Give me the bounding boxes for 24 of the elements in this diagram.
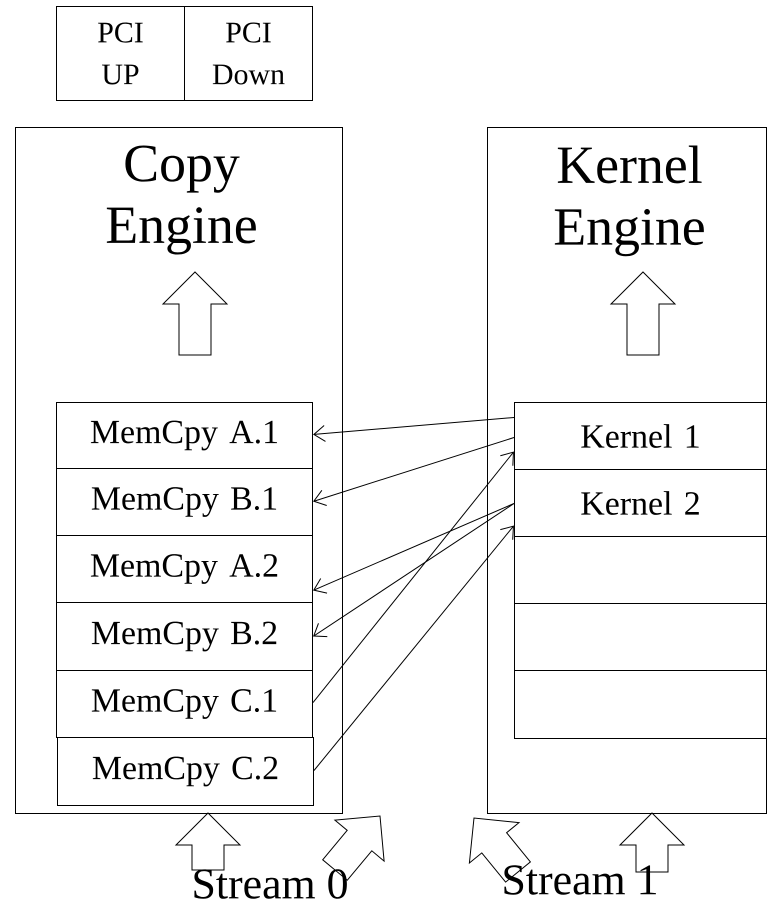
stream-label: Stream 0 — [194, 869, 347, 899]
stream-label: Stream 1 — [504, 865, 656, 895]
table-cell: PCI Down — [184, 6, 313, 101]
arrow — [313, 437, 514, 506]
block-arrow — [322, 815, 385, 881]
process-box: MemCpy B.1 — [56, 468, 313, 536]
process-box: MemCpy A.2 — [56, 535, 313, 603]
process-box: Kernel 2 — [514, 469, 767, 537]
arrow — [313, 503, 514, 594]
arrow — [313, 417, 514, 442]
process-box: MemCpy B.2 — [56, 602, 313, 671]
empty-box — [514, 603, 767, 671]
arrow — [313, 503, 514, 638]
block-arrow — [174, 812, 242, 870]
process-box: Kernel 1 — [514, 402, 767, 470]
table-cell: PCI UP — [56, 6, 185, 101]
arrow — [314, 526, 514, 771]
process-box: MemCpy C.2 — [57, 737, 314, 806]
arrow — [312, 452, 514, 703]
process-box: MemCpy C.1 — [56, 670, 313, 738]
block-arrow — [618, 812, 686, 872]
empty-box — [514, 536, 767, 604]
empty-box — [514, 670, 767, 739]
process-box: MemCpy A.1 — [56, 402, 313, 469]
